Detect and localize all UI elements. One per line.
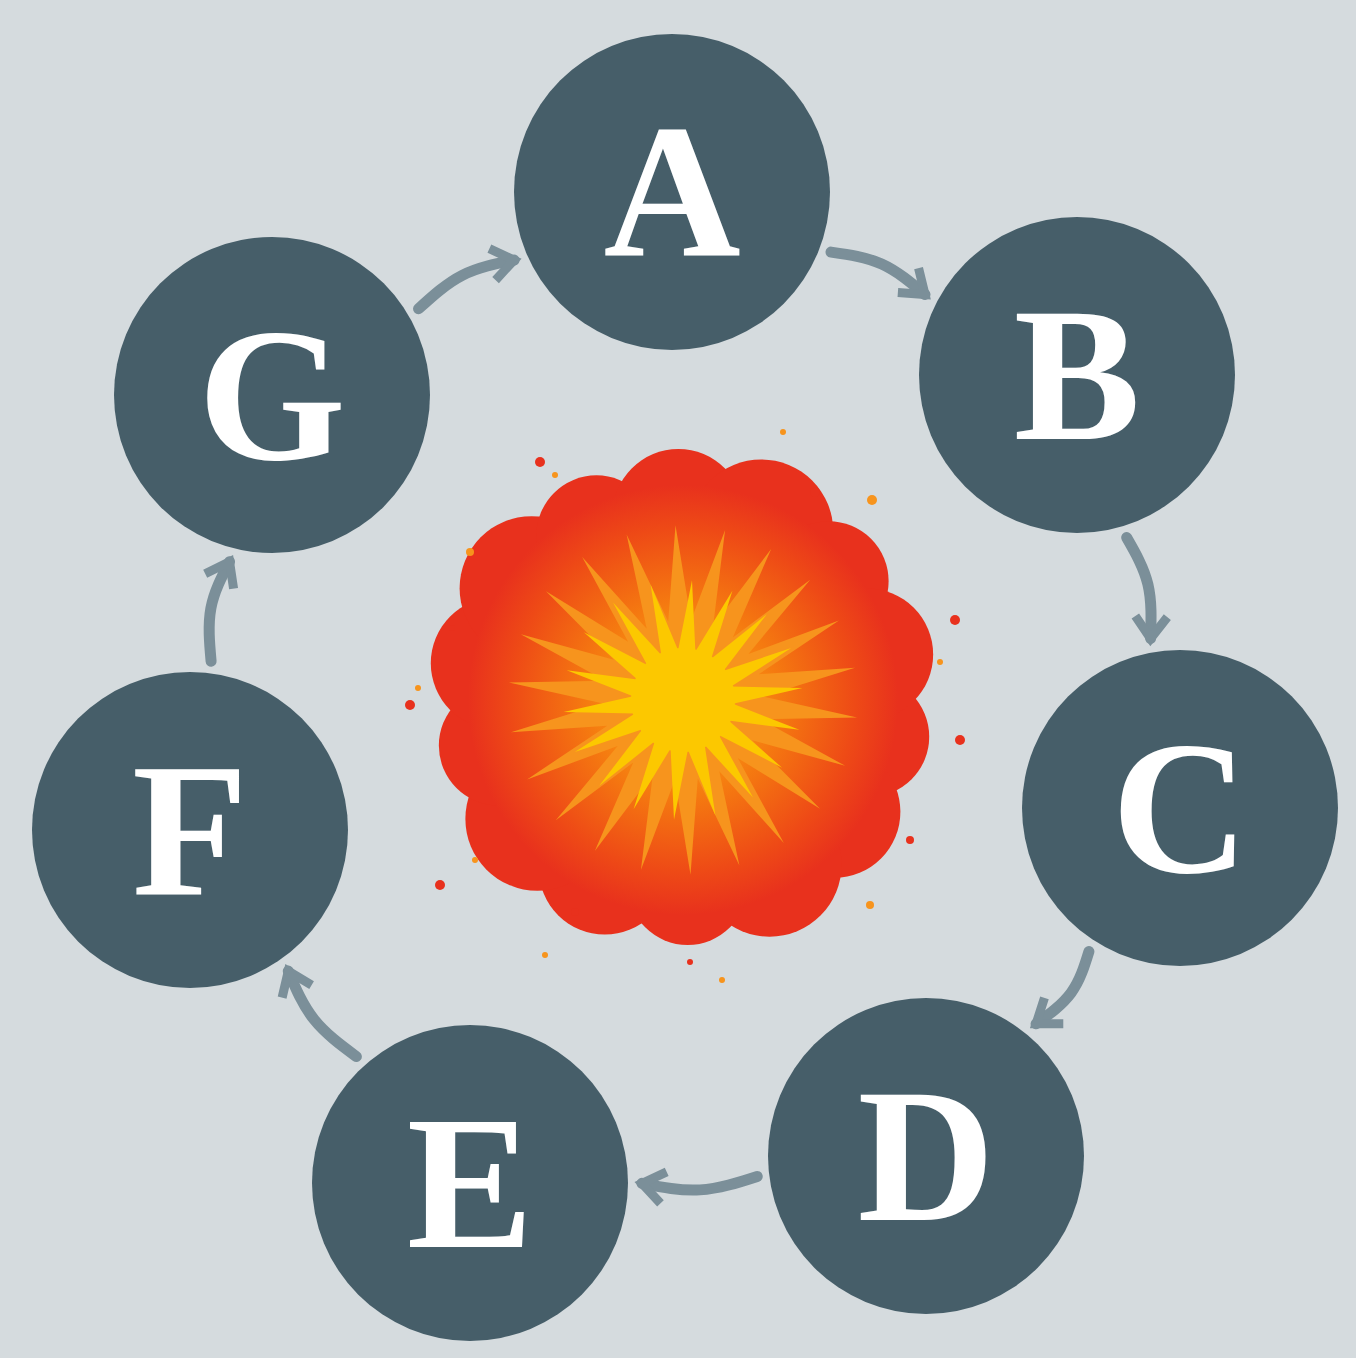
spark-dot [955,735,965,745]
spark-dot [466,548,474,556]
stage-letter: G [198,300,346,490]
stage-letter: A [603,97,740,287]
circle-fill [919,217,1235,533]
circle-fill [114,237,430,553]
explosion-star [509,525,857,875]
spark-dot [571,908,579,916]
flow-arrow [642,1176,757,1190]
flow-arrow [288,971,356,1056]
circle-fill [768,998,1084,1314]
stage-circle: C [1022,650,1338,966]
explosion-cloud [431,449,933,945]
stage-circle: G [114,237,430,553]
circle-fill [312,1025,628,1341]
spark-dot [867,495,877,505]
spark-dot [719,977,725,983]
stage-letter: F [132,735,248,925]
spark-dot [906,836,914,844]
spark-dot [866,901,874,909]
stage-circle: B [919,217,1235,533]
star-core [631,648,735,752]
stage-letter: E [407,1088,534,1278]
star-inner [564,580,803,819]
flow-arrow [209,562,229,662]
spark-dot [542,952,548,958]
spark-dot [472,857,478,863]
stage-letter: C [1111,713,1248,903]
spark-dot [810,487,820,497]
spark-dot [435,880,445,890]
flow-arrow [419,260,515,309]
stage-letter: B [1014,280,1141,470]
flow-arrow [831,252,925,294]
explosion-sparks [405,429,965,983]
stage-circle: A [514,34,830,350]
spark-dot [937,659,943,665]
spark-dot [449,625,455,631]
spark-dot [535,457,545,467]
spark-dot [552,472,558,478]
stage-circle: D [768,998,1084,1314]
circle-fill [32,672,348,988]
spark-dot [780,429,786,435]
spark-dot [950,615,960,625]
flow-arrow [1036,952,1089,1024]
star-outer [509,525,857,875]
flow-arrow [1127,538,1151,639]
stage-circle: E [312,1025,628,1341]
spark-dot [405,700,415,710]
circle-fill [1022,650,1338,966]
spark-dot [415,685,421,691]
cloud-core [468,485,898,915]
stage-letter: D [857,1061,994,1251]
spark-dot [687,959,693,965]
circle-fill [514,34,830,350]
stage-circle: F [32,672,348,988]
